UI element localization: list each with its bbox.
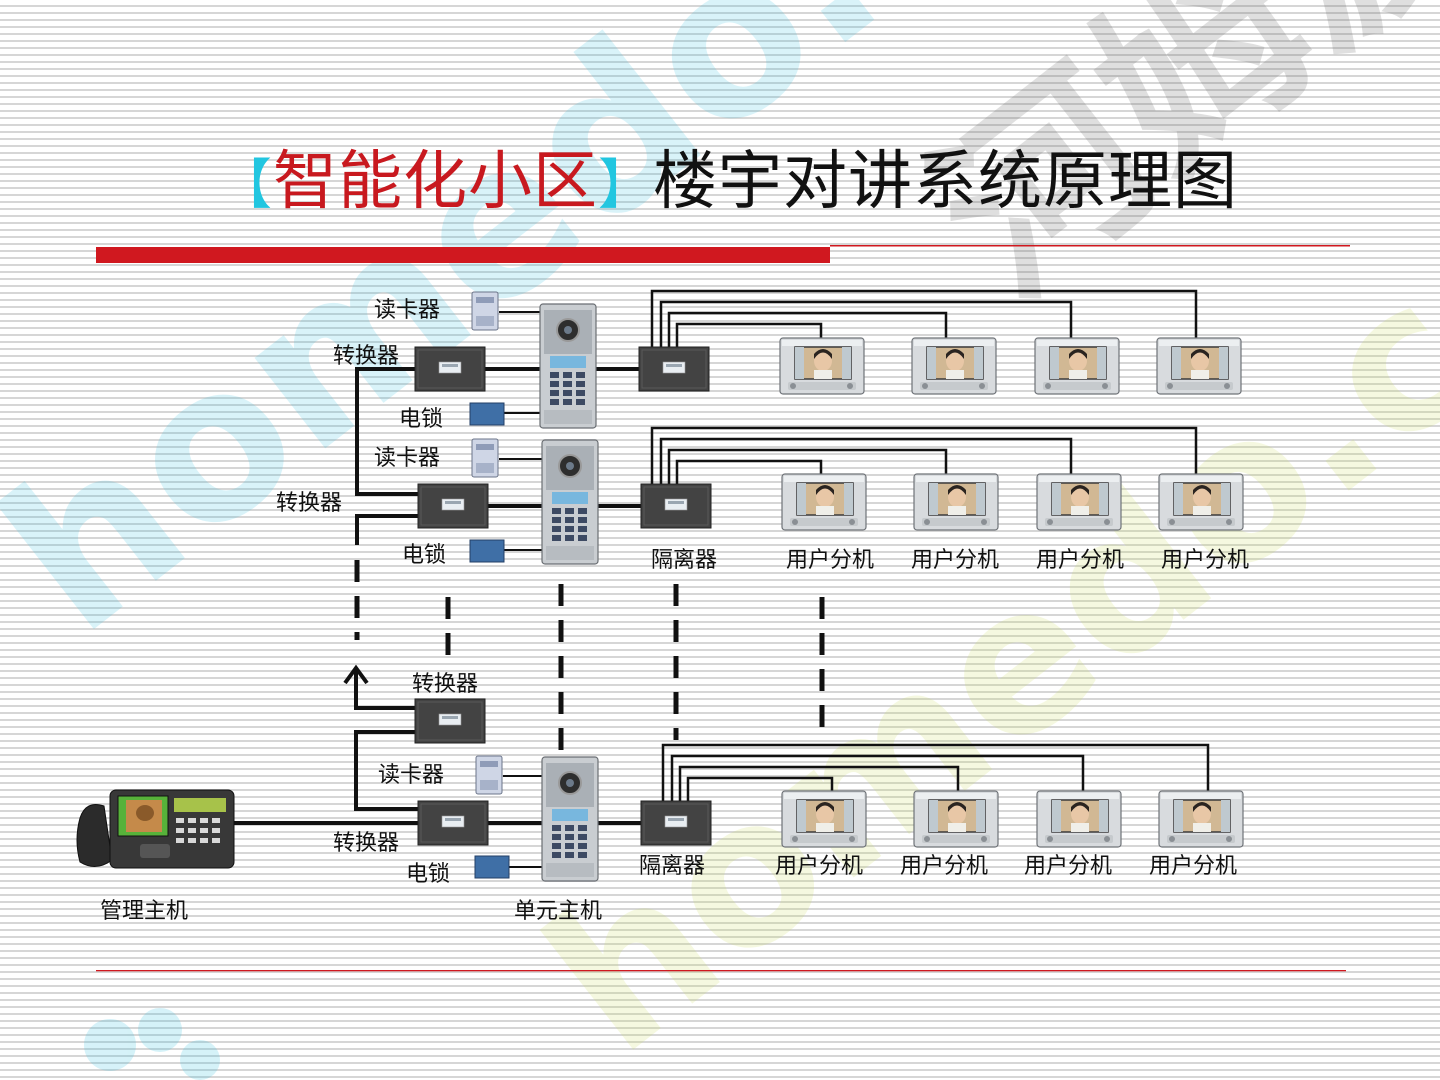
label-converter: 转换器 bbox=[276, 491, 342, 516]
header-rule-thick bbox=[96, 247, 830, 263]
title-open-bracket: 【 bbox=[218, 153, 273, 216]
label-converter: 转换器 bbox=[333, 344, 399, 369]
page-title: 【智能化小区】楼宇对讲系统原理图 bbox=[218, 142, 1238, 225]
label-converter: 转换器 bbox=[333, 831, 399, 856]
label-converter: 转换器 bbox=[412, 672, 478, 697]
card-reader-icon bbox=[471, 438, 499, 478]
label-user-unit: 用户分机 bbox=[911, 548, 999, 573]
converter-icon bbox=[414, 346, 486, 392]
label-isolator: 隔离器 bbox=[651, 548, 717, 573]
label-user-unit: 用户分机 bbox=[1161, 548, 1249, 573]
label-electric-lock: 电锁 bbox=[406, 862, 450, 887]
converter-icon bbox=[414, 698, 486, 744]
label-isolator: 隔离器 bbox=[639, 854, 705, 879]
user-unit-icon bbox=[1034, 337, 1120, 395]
label-user-unit: 用户分机 bbox=[900, 854, 988, 879]
label-user-unit: 用户分机 bbox=[1036, 548, 1124, 573]
isolator-icon bbox=[640, 483, 712, 529]
user-unit-icon bbox=[911, 337, 997, 395]
title-main: 楼宇对讲系统原理图 bbox=[653, 145, 1238, 219]
electric-lock-icon bbox=[469, 539, 505, 563]
label-unit-host: 单元主机 bbox=[514, 899, 602, 924]
unit-host-icon bbox=[539, 303, 597, 429]
title-highlight: 智能化小区 bbox=[273, 145, 598, 219]
electric-lock-icon bbox=[474, 855, 510, 879]
user-unit-icon bbox=[781, 473, 867, 531]
electric-lock-icon bbox=[469, 402, 505, 426]
wiring bbox=[232, 289, 1210, 868]
unit-host-icon bbox=[541, 756, 599, 882]
card-reader-icon bbox=[475, 755, 503, 795]
converter-icon bbox=[417, 800, 489, 846]
card-reader-icon bbox=[471, 291, 499, 331]
title-close-bracket: 】 bbox=[598, 153, 653, 216]
label-card-reader: 读卡器 bbox=[378, 763, 444, 788]
user-unit-icon bbox=[1036, 473, 1122, 531]
user-unit-icon bbox=[913, 790, 999, 848]
label-user-unit: 用户分机 bbox=[1149, 854, 1237, 879]
label-user-unit: 用户分机 bbox=[786, 548, 874, 573]
label-user-unit: 用户分机 bbox=[775, 854, 863, 879]
converter-icon bbox=[417, 483, 489, 529]
isolator-icon bbox=[640, 800, 712, 846]
user-unit-icon bbox=[1158, 473, 1244, 531]
unit-host-icon bbox=[541, 439, 599, 565]
isolator-icon bbox=[638, 346, 710, 392]
user-unit-icon bbox=[781, 790, 867, 848]
user-unit-icon bbox=[1156, 337, 1242, 395]
management-host-icon bbox=[76, 789, 235, 869]
user-unit-icon bbox=[913, 473, 999, 531]
label-electric-lock: 电锁 bbox=[402, 543, 446, 568]
label-user-unit: 用户分机 bbox=[1024, 854, 1112, 879]
footer-rule bbox=[96, 970, 1346, 972]
label-card-reader: 读卡器 bbox=[374, 298, 440, 323]
label-management-host: 管理主机 bbox=[100, 899, 188, 924]
user-unit-icon bbox=[1036, 790, 1122, 848]
user-unit-icon bbox=[779, 337, 865, 395]
label-electric-lock: 电锁 bbox=[399, 407, 443, 432]
diagram-labels: 读卡器 转换器 电锁 读卡器 转换器 电锁 隔离器 用户分机 用户分机 用户分机… bbox=[100, 298, 1249, 924]
header-rule-thin bbox=[830, 245, 1350, 247]
user-unit-icon bbox=[1158, 790, 1244, 848]
label-card-reader: 读卡器 bbox=[374, 446, 440, 471]
